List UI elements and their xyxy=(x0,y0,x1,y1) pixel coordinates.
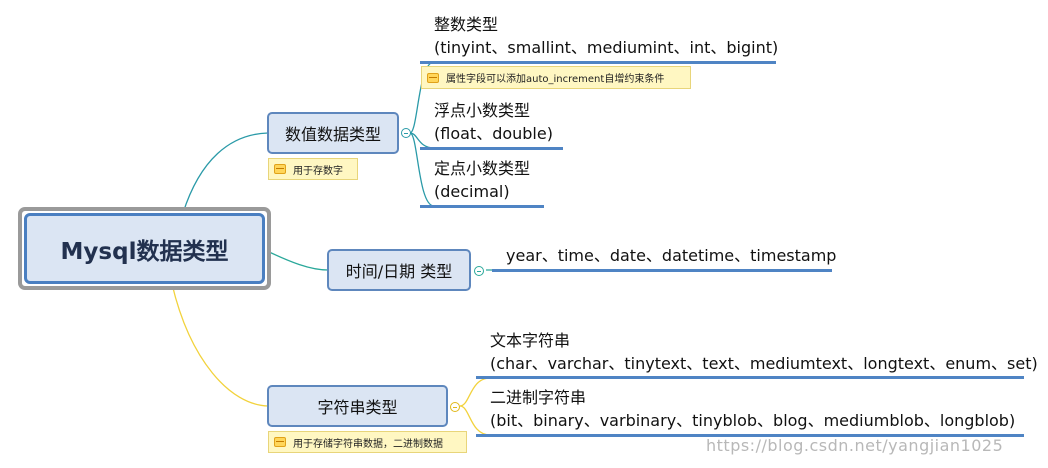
leaf-float[interactable]: 浮点小数类型 (float、double) xyxy=(434,99,553,145)
note-icon xyxy=(274,164,286,174)
collapse-string-icon[interactable] xyxy=(450,402,460,412)
leaf-int-underline xyxy=(420,61,776,64)
leaf-binary-title: 二进制字符串 xyxy=(490,388,587,407)
node-string[interactable]: 字符串类型 xyxy=(267,385,448,427)
connector-root-string xyxy=(171,283,269,407)
leaf-datetime-underline xyxy=(492,269,832,272)
note-numeric: 用于存数字 xyxy=(268,158,358,180)
note-int-text: 属性字段可以添加auto_increment自增约束条件 xyxy=(446,74,665,85)
note-icon xyxy=(274,437,286,447)
node-numeric[interactable]: 数值数据类型 xyxy=(267,112,399,154)
leaf-text-detail: (char、varchar、tinytext、text、mediumtext、l… xyxy=(490,354,1038,373)
watermark: https://blog.csdn.net/yangjian1025 xyxy=(706,436,1004,455)
leaf-text-string[interactable]: 文本字符串 (char、varchar、tinytext、text、medium… xyxy=(490,329,1038,375)
leaf-decimal-underline xyxy=(420,205,544,208)
leaf-float-underline xyxy=(420,147,563,150)
note-int: 属性字段可以添加auto_increment自增约束条件 xyxy=(421,66,691,89)
connector-root-numeric xyxy=(182,132,269,214)
leaf-float-detail: (float、double) xyxy=(434,124,553,143)
connector-root-datetime xyxy=(264,249,329,271)
node-numeric-label: 数值数据类型 xyxy=(284,125,381,144)
root-label: Mysql数据类型 xyxy=(60,238,229,265)
leaf-binary-detail: (bit、binary、varbinary、tinyblob、blog、medi… xyxy=(490,411,1016,430)
note-string-text: 用于存储字符串数据，二进制数据 xyxy=(293,438,443,450)
leaf-text-title: 文本字符串 xyxy=(490,331,571,350)
leaf-decimal[interactable]: 定点小数类型 (decimal) xyxy=(434,157,530,203)
leaf-datetime-text: year、time、date、datetime、timestamp xyxy=(506,246,837,265)
leaf-int-title: 整数类型 xyxy=(434,15,499,34)
leaf-decimal-title: 定点小数类型 xyxy=(434,159,531,178)
connector-string-text xyxy=(459,377,491,407)
leaf-int-detail: (tinyint、smallint、mediumint、int、bigint) xyxy=(434,38,779,57)
collapse-datetime-icon[interactable] xyxy=(474,266,484,276)
leaf-binary-string[interactable]: 二进制字符串 (bit、binary、varbinary、tinyblob、bl… xyxy=(490,386,1015,432)
node-datetime-label: 时间/日期 类型 xyxy=(345,262,453,281)
connector-numeric-decimal xyxy=(409,132,435,207)
collapse-numeric-icon[interactable] xyxy=(401,128,411,138)
leaf-binary-underline xyxy=(476,434,1024,437)
root-node[interactable]: Mysql数据类型 xyxy=(24,213,265,284)
leaf-decimal-detail: (decimal) xyxy=(434,182,510,201)
node-datetime[interactable]: 时间/日期 类型 xyxy=(327,249,471,291)
note-icon xyxy=(427,72,439,83)
leaf-float-title: 浮点小数类型 xyxy=(434,101,531,120)
leaf-text-underline xyxy=(476,376,1024,379)
node-string-label: 字符串类型 xyxy=(317,398,398,417)
leaf-int[interactable]: 整数类型 (tinyint、smallint、mediumint、int、big… xyxy=(434,13,778,59)
note-string: 用于存储字符串数据，二进制数据 xyxy=(268,431,467,453)
leaf-datetime[interactable]: year、time、date、datetime、timestamp xyxy=(506,244,836,267)
note-numeric-text: 用于存数字 xyxy=(293,165,343,177)
